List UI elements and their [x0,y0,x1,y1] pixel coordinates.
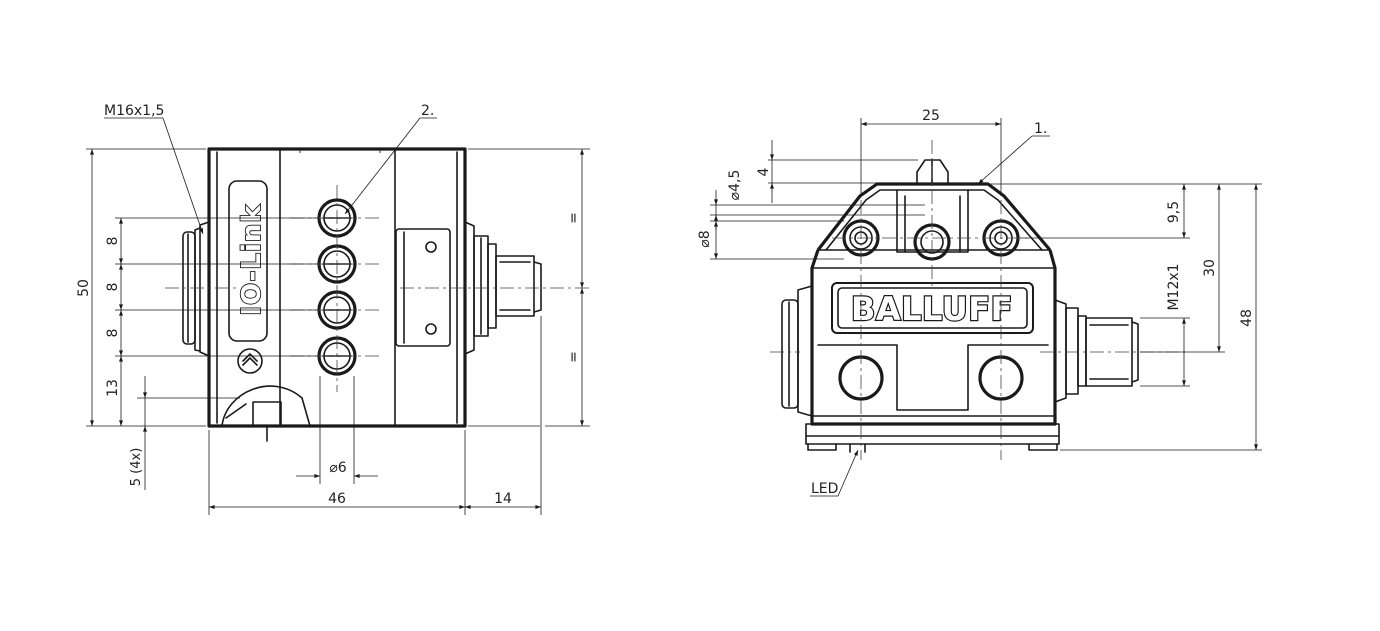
side-centerlines [165,185,592,392]
side-housing [207,147,467,428]
side-bottom-offset-label: 13 [105,379,121,397]
side-pitch-1-label: 8 [105,237,121,246]
front-brand-text: BALLUFF [851,290,1013,328]
front-extension-lines [710,118,1262,451]
io-link-symbol-icon [237,348,263,374]
side-connector-length-label: 14 [494,491,512,507]
front-plunger-diameter-label: ⌀4,5 [727,170,743,201]
side-equal-bottom-label: = [566,351,582,363]
side-mount-detail [221,385,311,442]
io-link-logo-text: IO-Link [237,204,267,315]
front-led-label: LED [811,481,838,497]
side-pitch-2-label: 8 [105,283,121,292]
front-width-label: 25 [922,108,940,124]
front-brand-plate [831,282,1034,334]
side-view: IO-Link [76,103,592,515]
io-link-logo: IO-Link [228,180,268,374]
front-dimension-lines [714,122,1258,451]
front-connector-thread-label: M12x1 [1166,263,1182,310]
front-plunger [916,159,949,184]
front-base [805,423,1060,453]
front-plunger-height-label: 4 [756,167,772,176]
front-connector-span-label: 30 [1202,259,1218,277]
side-connector [464,221,542,355]
front-left-flange [781,285,813,417]
side-cover-plate [395,228,451,347]
front-hole-offset-label: 9,5 [1166,201,1182,223]
front-connector [1054,299,1139,403]
front-view: BALLUFF [697,108,1262,497]
front-housing [810,249,1057,426]
front-total-height-label: 48 [1239,309,1255,327]
side-hole-diameter-label: ⌀6 [329,460,346,476]
front-hole-diameter-label: ⌀8 [697,230,713,247]
side-thread-flange [182,221,210,357]
side-callout-2: 2. [421,103,434,119]
side-hole-spacing-label: 5 (4x) [129,448,144,487]
side-width-label: 46 [328,491,346,507]
side-pitch-3-label: 8 [105,329,121,338]
side-dimension-lines [90,149,584,509]
side-thread-label: M16x1,5 [104,103,164,119]
front-head-holes [842,219,1020,261]
side-equal-top-label: = [566,212,582,224]
front-callout-1: 1. [1034,121,1047,137]
side-height-label: 50 [76,279,92,297]
